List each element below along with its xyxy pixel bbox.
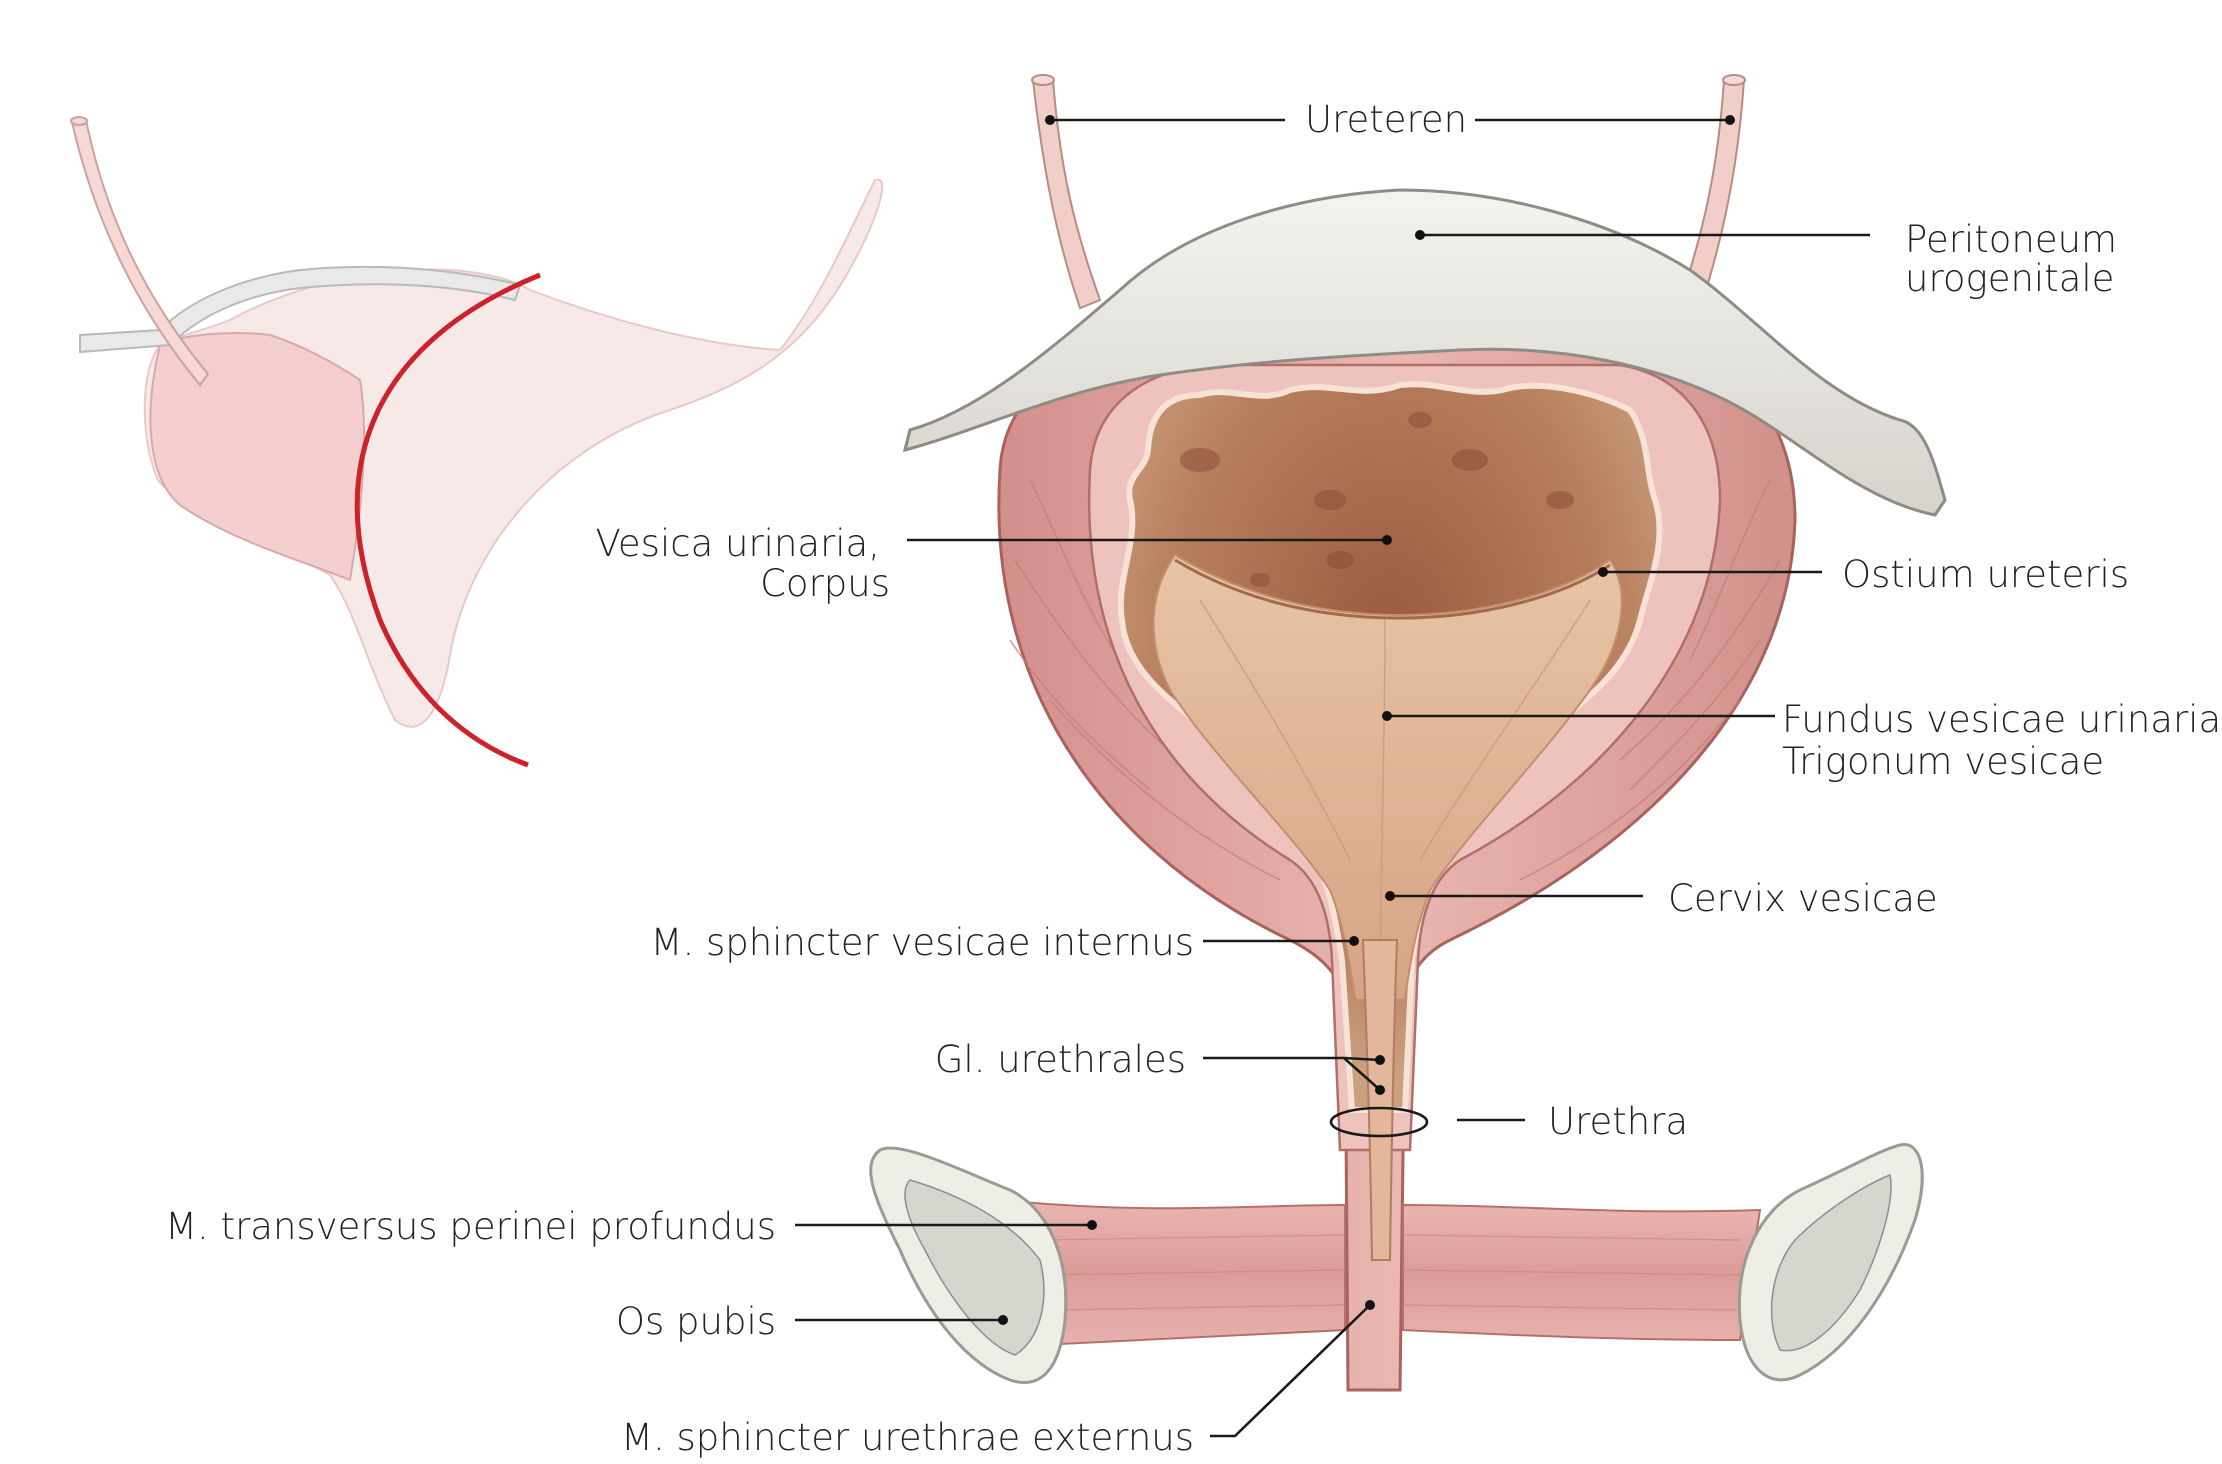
thumbnail-bladder-front [149, 332, 366, 582]
band-fibers [1039, 1234, 1741, 1311]
peritoneum-urogenitale [902, 188, 1947, 517]
label-vesica-line2: Corpus [760, 562, 890, 605]
dot-sphincter-externus [1365, 1300, 1375, 1310]
trigone-ridge [1174, 558, 1611, 620]
dot-cervix [1385, 891, 1395, 901]
label-fundus-line2: Trigonum vesicae [1782, 740, 2105, 783]
label-transversus: M. transversus perinei profundus [165, 1205, 776, 1248]
label-fundus-line1: Fundus vesicae urinariae, [1782, 698, 2222, 741]
leader-gl-urethrales [1203, 1056, 1381, 1091]
label-sphincter-internus: M. sphincter vesicae internus [650, 921, 1194, 964]
label-os-pubis: Os pubis [615, 1300, 776, 1343]
label-vesica-line1: Vesica urinaria, [595, 522, 880, 565]
right-bone-trabeculae [1770, 1173, 1892, 1352]
dot-fundus [1382, 711, 1392, 721]
dot-vesica [1382, 535, 1392, 545]
leader-sphincter-externus [1210, 1304, 1371, 1438]
dot-transversus [1087, 1220, 1097, 1230]
leader-lines [795, 115, 1870, 1438]
thumbnail-peritoneum [79, 265, 522, 354]
thumbnail-section-line [354, 272, 541, 768]
dot-ureteren-left [1045, 115, 1055, 125]
urethra-ring [1329, 1106, 1429, 1138]
right-ureter-end [1722, 74, 1746, 86]
trigone-folds [1199, 599, 1591, 961]
label-urethra: Urethra [1548, 1100, 1689, 1143]
peritoneum-edge [903, 429, 1947, 516]
label-ostium: Ostium ureteris [1842, 553, 2130, 596]
dot-ureteren-right [1725, 115, 1735, 125]
left-ureter [1031, 79, 1102, 310]
label-cervix: Cervix vesicae [1668, 877, 1938, 920]
dot-gl-urethrales-2 [1375, 1085, 1385, 1095]
label-peritoneum-line1: Peritoneum [1905, 218, 2118, 261]
label-ureteren: Ureteren [1305, 98, 1468, 141]
thumbnail-overview [70, 116, 884, 768]
left-ureter-end [1031, 74, 1055, 86]
thumbnail-ureter-end [70, 116, 88, 126]
thumbnail-ureter [70, 118, 210, 387]
label-sphincter-externus: M. sphincter urethrae externus [621, 1416, 1194, 1459]
dot-os-pubis [998, 1315, 1008, 1325]
muscle-striations [1009, 479, 1781, 881]
label-peritoneum-line2: urogenitale [1905, 257, 2115, 300]
dot-peritoneum [1415, 230, 1425, 240]
label-gl-urethrales: Gl. urethrales [934, 1038, 1186, 1081]
mucosal-spots [1180, 412, 1574, 587]
dot-ostium [1598, 567, 1608, 577]
urethra-canal [1361, 939, 1399, 1261]
dot-sphincter-internus [1349, 936, 1359, 946]
dot-gl-urethrales-1 [1375, 1055, 1385, 1065]
trigonum-vesicae [1152, 553, 1623, 1001]
